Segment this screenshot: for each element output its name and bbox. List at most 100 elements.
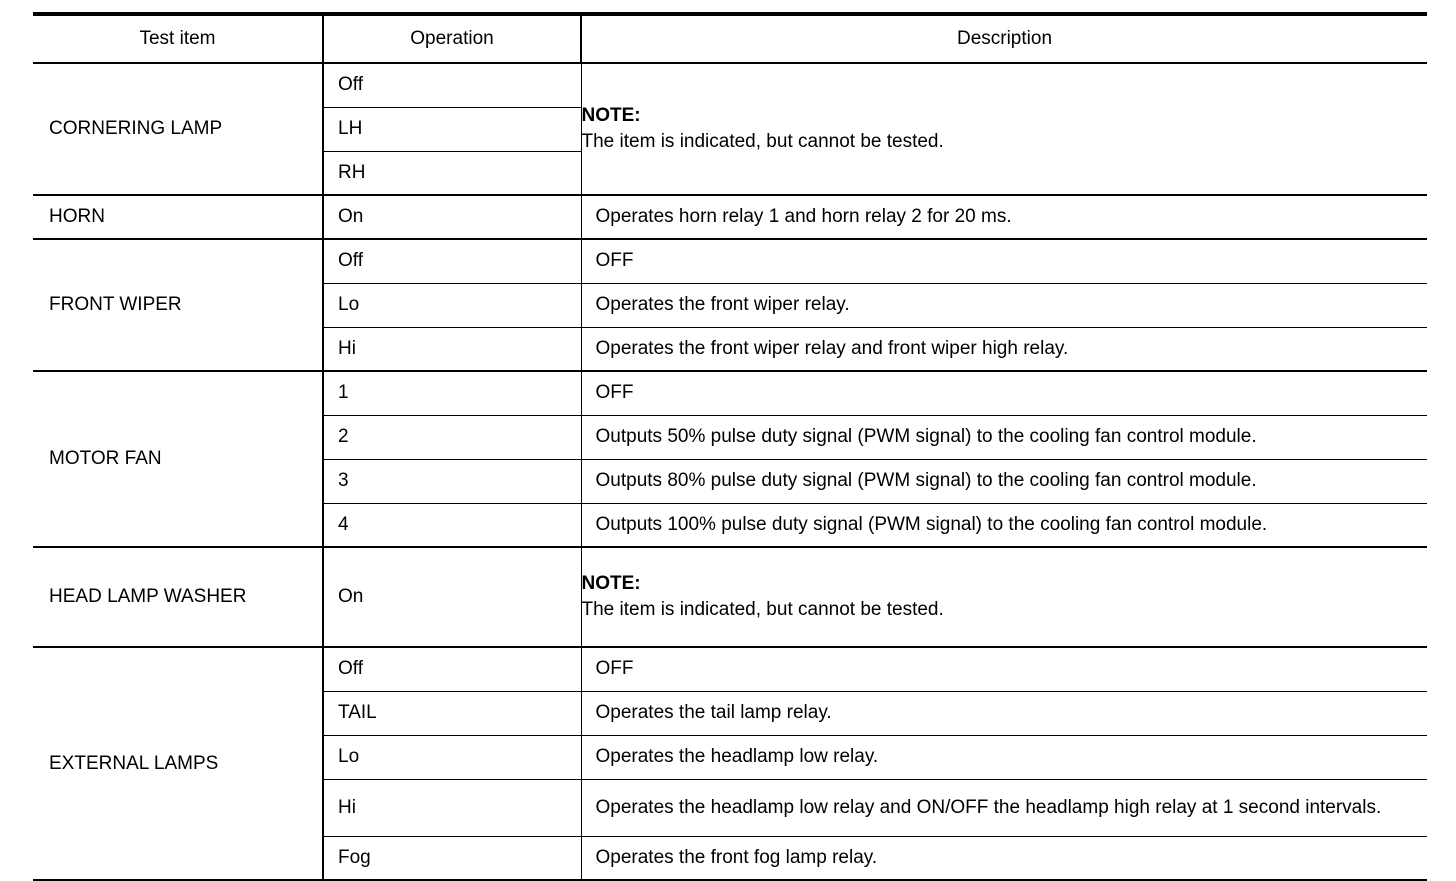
test-item-cell: FRONT WIPER (33, 239, 323, 372)
table-row: 2 Outputs 50% pulse duty signal (PWM sign… (33, 415, 1427, 460)
description-cell: Operates the front wiper relay. (580, 283, 1427, 328)
description-cell: Outputs 100% pulse duty signal (PWM sign… (580, 503, 1427, 548)
description-cell: Outputs 50% pulse duty signal (PWM signa… (580, 415, 1427, 460)
operation-cell: On (322, 547, 581, 649)
operation-label: TAIL (338, 702, 377, 724)
operation-label: Hi (338, 337, 356, 359)
operation-label: 3 (338, 469, 349, 491)
test-item-label: MOTOR FAN (49, 447, 162, 469)
description-cell: OFF (580, 371, 1427, 416)
operation-label: On (338, 205, 364, 227)
table-row: EXTERNAL LAMPS Off OFF (33, 647, 1427, 881)
description-cell: Operates the front wiper relay and front… (580, 327, 1427, 372)
table-row: MOTOR FAN 1 OFF (33, 371, 1427, 548)
operation-label: 4 (338, 513, 349, 535)
operation-label: Fog (338, 846, 371, 868)
operation-cell: Off (322, 647, 581, 692)
operation-label: 2 (338, 425, 349, 447)
operation-cell: Hi (322, 327, 581, 372)
operation-cell: Off (322, 239, 581, 284)
operation-cell: TAIL (322, 691, 581, 736)
table-row: HORN On Operates horn relay 1 and horn rel… (33, 195, 1427, 240)
table-row: TAIL Operates the tail lamp relay. (33, 691, 1427, 736)
note-label: NOTE: (581, 573, 641, 595)
description-cell: OFF (580, 647, 1427, 692)
operation-label: Off (338, 74, 363, 96)
column-header-operation-label: Operation (410, 27, 494, 49)
operation-cell: 1 (322, 371, 581, 416)
table-row: Hi Operates the headlamp low relay and ON… (33, 779, 1427, 837)
column-header-description: Description (580, 12, 1427, 64)
table-header-row: Test item Operation Description (33, 12, 1427, 64)
active-test-table: Test item Operation Description CORNERIN… (33, 12, 1427, 881)
diagnostic-test-table-wrapper: Test item Operation Description CORNERIN… (33, 12, 1427, 881)
operation-cell: Lo (322, 283, 581, 328)
test-item-label: FRONT WIPER (49, 293, 182, 315)
description-label: OFF (595, 250, 634, 272)
column-header-test-item: Test item (33, 12, 323, 64)
operation-cell: 2 (322, 415, 581, 460)
operation-label: LH (338, 117, 363, 139)
table-row: 4 Outputs 100% pulse duty signal (PWM sig… (33, 503, 1427, 548)
test-item-cell: MOTOR FAN (33, 371, 323, 548)
operation-label: Off (338, 250, 363, 272)
note-text: The item is indicated, but cannot be tes… (581, 130, 944, 152)
description-label: Outputs 100% pulse duty signal (PWM sign… (595, 513, 1268, 535)
description-note: NOTE: The item is indicated, but cannot b… (582, 75, 1428, 182)
test-item-label: HORN (49, 205, 105, 227)
operation-cell: Hi (322, 779, 581, 837)
description-label: Operates the headlamp low relay. (595, 746, 879, 768)
test-item-cell: CORNERING LAMP (33, 63, 323, 196)
operation-cell: Off (322, 63, 581, 108)
description-cell: Operates the tail lamp relay. (580, 691, 1427, 736)
description-cell: NOTE: The item is indicated, but cannot b… (580, 63, 1428, 196)
description-label: Operates the front wiper relay. (595, 293, 850, 315)
test-item-label: CORNERING LAMP (49, 117, 223, 139)
operation-cell: RH (322, 151, 581, 196)
operation-label: Lo (338, 293, 360, 315)
operation-cell: 4 (322, 503, 581, 548)
test-item-cell: HEAD LAMP WASHER (33, 547, 323, 649)
operation-label: RH (338, 161, 366, 183)
description-label: Operates the front fog lamp relay. (595, 846, 878, 868)
description-label: Operates the tail lamp relay. (595, 702, 832, 724)
description-cell: Operates horn relay 1 and horn relay 2 f… (580, 195, 1427, 240)
description-label: Operates the headlamp low relay and ON/O… (595, 796, 1382, 818)
description-cell: NOTE:The item is indicated, but cannot b… (580, 547, 1427, 649)
description-label: Outputs 50% pulse duty signal (PWM signa… (595, 425, 1257, 447)
operation-label: Lo (338, 746, 360, 768)
note-label: NOTE: (581, 105, 641, 127)
test-item-label: HEAD LAMP WASHER (49, 585, 247, 607)
description-cell: Operates the headlamp low relay. (580, 735, 1427, 780)
table-row: Lo Operates the headlamp low relay. (33, 735, 1427, 780)
description-label: Operates horn relay 1 and horn relay 2 f… (595, 205, 1012, 227)
description-cell: OFF (580, 239, 1427, 284)
test-item-label: EXTERNAL LAMPS (49, 752, 219, 774)
description-note: NOTE:The item is indicated, but cannot b… (582, 543, 1428, 650)
operation-cell: LH (322, 107, 581, 152)
test-item-cell: HORN (33, 195, 323, 240)
description-label: Operates the front wiper relay and front… (595, 337, 1069, 359)
table-row: RH (33, 151, 1427, 196)
operation-cell: Fog (322, 836, 581, 881)
table-row: FRONT WIPER Off OFF (33, 239, 1427, 372)
table-row: Hi Operates the front wiper relay and fro… (33, 327, 1427, 372)
test-item-cell: EXTERNAL LAMPS (33, 647, 323, 881)
table-row: Fog Operates the front fog lamp relay. (33, 836, 1427, 881)
column-header-test-item-label: Test item (139, 27, 216, 49)
operation-label: Off (338, 658, 363, 680)
table-head: Test item Operation Description (33, 12, 1427, 64)
description-cell: Operates the front fog lamp relay. (580, 836, 1427, 881)
description-label: OFF (595, 658, 634, 680)
description-label: OFF (595, 382, 634, 404)
column-header-description-label: Description (956, 27, 1053, 49)
operation-cell: Lo (322, 735, 581, 780)
table-row: LH (33, 107, 1427, 152)
description-label: Outputs 80% pulse duty signal (PWM signa… (595, 469, 1257, 491)
description-cell: Outputs 80% pulse duty signal (PWM signa… (580, 459, 1427, 504)
description-cell: Operates the headlamp low relay and ON/O… (580, 779, 1427, 837)
